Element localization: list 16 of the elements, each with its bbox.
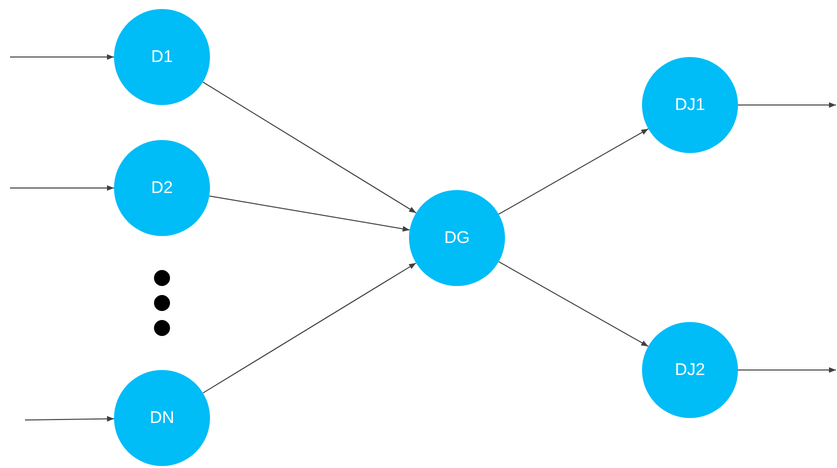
arrow	[24, 416, 114, 422]
arrow	[202, 82, 417, 214]
arrow	[208, 196, 410, 232]
node-label: D1	[151, 47, 173, 67]
arrow	[738, 102, 836, 108]
arrow	[10, 54, 114, 60]
node-label: DN	[150, 408, 174, 428]
arrow	[498, 128, 649, 215]
node-label: D2	[151, 178, 173, 198]
arrow	[202, 262, 417, 394]
node-label: DJ2	[674, 360, 706, 380]
arrow	[498, 261, 649, 347]
node-label: DJ1	[674, 95, 706, 115]
arrow	[10, 185, 114, 191]
arrow	[738, 367, 836, 373]
node-label: DG	[444, 228, 470, 248]
